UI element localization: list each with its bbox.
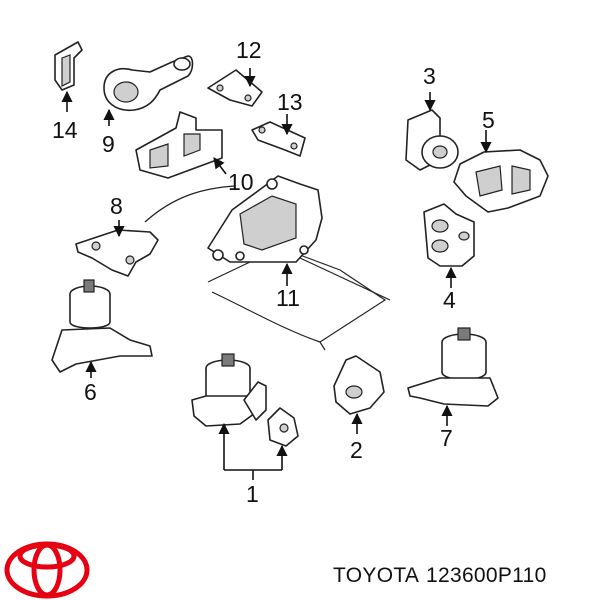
callout-3: 3 (423, 63, 436, 89)
callout-13: 13 (277, 89, 303, 115)
part-6-mount (51, 279, 153, 373)
part-9-rear-mount (103, 55, 194, 112)
callout-8: 8 (110, 193, 123, 219)
part-number: 123600P110 (426, 564, 547, 587)
callout-10: 10 (228, 169, 254, 195)
part-5-bracket (453, 149, 549, 213)
callout-4: 4 (443, 287, 456, 313)
part-1-front-mount (191, 353, 299, 447)
brand-name: TOYOTA (333, 564, 419, 587)
part-3-mount (405, 109, 459, 171)
part-11-engine-bracket (207, 175, 323, 263)
callout-1: 1 (246, 481, 259, 507)
part-7-mount (407, 327, 499, 407)
part-8-bracket (75, 229, 159, 277)
part-13-plate (251, 121, 306, 157)
part-2-small-mount (333, 355, 385, 415)
callout-7: 7 (440, 425, 453, 451)
callout-5: 5 (482, 107, 495, 133)
callout-14: 14 (52, 117, 78, 143)
callout-9: 9 (102, 131, 115, 157)
callout-2: 2 (350, 437, 363, 463)
callout-12: 12 (236, 37, 262, 63)
leader-lines (61, 68, 492, 480)
engine-outline (144, 185, 391, 351)
part-4-bracket (423, 203, 475, 267)
callout-6: 6 (84, 379, 97, 405)
part-12-plate (207, 69, 263, 107)
callout-11: 11 (276, 285, 300, 311)
part-14-bracket (54, 41, 83, 91)
toyota-logo (4, 541, 90, 599)
part-10-bracket (135, 111, 223, 179)
